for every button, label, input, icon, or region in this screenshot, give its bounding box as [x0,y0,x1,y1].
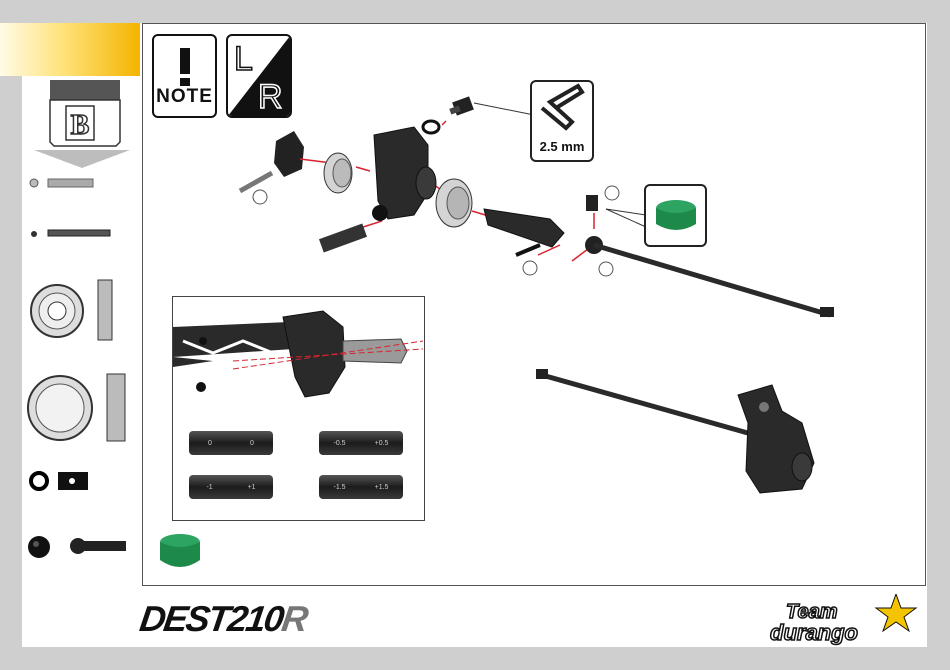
driveshaft [594,245,830,315]
ball-stud-shaft [82,541,126,551]
hinge-pin-block [319,224,367,253]
ball-marker [599,262,613,276]
step-tab [0,23,140,76]
spacer-right-value: +1.5 [375,484,389,491]
spacer-left-value: -0.5 [334,440,346,447]
page-frame-bottom [0,647,950,670]
grease-indicator-icon [158,530,202,574]
spacer-right-value: 0 [250,440,254,447]
spacer-left-value: -1 [206,484,212,491]
parts-list-illustration: B [22,76,140,586]
large-bearing-side [107,374,125,441]
set-screw [586,195,598,211]
pin-end-icon [30,179,38,187]
bearing-small-part [324,153,352,193]
set-screw-marker [605,186,619,200]
hex-key-icon [532,82,592,138]
washer [31,473,47,489]
brand-logo: Team durango [768,594,920,646]
spacer-1-5: -1.5 +1.5 [319,475,403,499]
product-logo-suffix: R [279,598,309,639]
page-frame-top [0,0,950,23]
product-logo: DEST210R [137,598,309,640]
page-frame-right [927,0,950,670]
hinge-pin [240,173,272,191]
long-pin-end-icon [31,231,37,237]
star-icon [876,594,916,631]
drive-pin [516,245,540,255]
grease-callout [644,184,707,247]
long-pin [48,230,110,236]
tool-leader [474,93,534,115]
hex-nut [274,131,304,177]
page-frame-left [0,0,22,670]
brand-logo-line2: durango [770,620,858,645]
bag-letter: B [71,110,90,141]
grease-icon [646,186,705,245]
spacer-left-value: 0 [208,440,212,447]
inset-detail: 0 0 -0.5 +0.5 -1 +1 -1.5 +1.5 [172,296,425,521]
parts-arrow-icon [34,150,130,168]
inset-illustration [173,297,425,417]
spacer-0-5: -0.5 +0.5 [319,431,403,455]
parts-sidebar: B [22,76,140,586]
pivot-ball [28,536,50,558]
cap-screw [449,96,474,115]
short-pin [48,179,93,187]
pin-marker [253,190,267,204]
rear-axle [484,209,564,247]
washer-part [423,121,439,133]
product-logo-text: DEST210 [137,598,285,639]
spacer-right-value: +1 [248,484,256,491]
assembled-driveshaft [542,375,762,437]
spacer-0: 0 0 [189,431,273,455]
tool-callout: 2.5 mm [530,80,594,162]
parts-bag-icon: B [50,80,120,146]
bearing-large-part [436,179,472,227]
tool-size-label: 2.5 mm [532,139,592,154]
spacer-1: -1 +1 [189,475,273,499]
drive-pin-marker [523,261,537,275]
spacer-left-value: -1.5 [334,484,346,491]
small-bearing-side [98,280,112,340]
spacer-right-value: +0.5 [375,440,389,447]
